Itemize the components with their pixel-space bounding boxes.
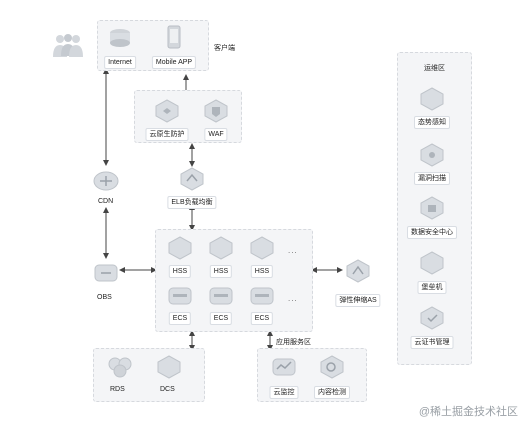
monitor-icon — [270, 354, 298, 380]
database-panel — [93, 348, 205, 402]
hss-icon-2 — [207, 235, 235, 261]
users-icon — [50, 33, 84, 59]
obs-label: OBS — [97, 294, 112, 301]
situation-awareness-icon — [418, 86, 446, 112]
watermark: @稀土掘金技术社区 — [418, 406, 518, 418]
waf-icon — [202, 98, 230, 124]
ecs-icon-1 — [166, 283, 194, 309]
ecs-label-1: ECS — [168, 312, 192, 325]
content-check-icon — [318, 354, 346, 380]
app-zone-label: 应用服务区 — [276, 339, 311, 346]
cdn-label: CDN — [98, 198, 114, 205]
monitor-label: 云监控 — [269, 386, 299, 399]
cloud-protect-icon — [153, 98, 181, 124]
auto-scaling-label: 弹性伸缩AS — [335, 294, 381, 307]
internet-label: Internet — [104, 56, 136, 69]
ops-item-2: 数据安全中心 — [407, 226, 457, 239]
hss-icon-3 — [248, 235, 276, 261]
elb-icon — [178, 166, 206, 192]
ops-item-1: 漏洞扫描 — [414, 172, 450, 185]
rds-icon — [106, 354, 134, 380]
ops-item-0: 态势感知 — [414, 116, 450, 129]
ecs-label-3: ECS — [250, 312, 274, 325]
auto-scaling-icon — [344, 258, 372, 284]
ops-item-3: 堡垒机 — [417, 281, 447, 294]
cdn-icon — [92, 168, 120, 194]
client-zone-label: 客户端 — [214, 45, 235, 52]
elb-label: ELB负载均衡 — [167, 196, 217, 209]
dcs-label: DCS — [160, 386, 175, 393]
rds-label: RDS — [110, 386, 125, 393]
ecs-label-2: ECS — [209, 312, 233, 325]
dcs-icon — [155, 354, 183, 380]
certificate-icon — [418, 305, 446, 331]
mobile-app-label: Mobile APP — [151, 56, 197, 69]
ecs-ellipsis: ... — [288, 294, 298, 303]
hss-label-2: HSS — [209, 265, 233, 278]
ops-item-4: 云证书管理 — [410, 336, 454, 349]
internet-icon — [106, 25, 134, 51]
hss-ellipsis: ... — [288, 246, 298, 255]
ops-zone-label: 运维区 — [424, 65, 445, 72]
content-check-label: 内容检测 — [314, 386, 350, 399]
mobile-app-icon — [160, 24, 188, 50]
ecs-icon-3 — [248, 283, 276, 309]
obs-icon — [92, 260, 120, 286]
hss-label-1: HSS — [168, 265, 192, 278]
cloud-protect-label: 云原生防护 — [145, 128, 189, 141]
ecs-icon-2 — [207, 283, 235, 309]
vulnerability-scan-icon — [418, 142, 446, 168]
bastion-host-icon — [418, 250, 446, 276]
data-security-icon — [418, 195, 446, 221]
waf-label: WAF — [204, 128, 228, 141]
hss-label-3: HSS — [250, 265, 274, 278]
hss-icon-1 — [166, 235, 194, 261]
